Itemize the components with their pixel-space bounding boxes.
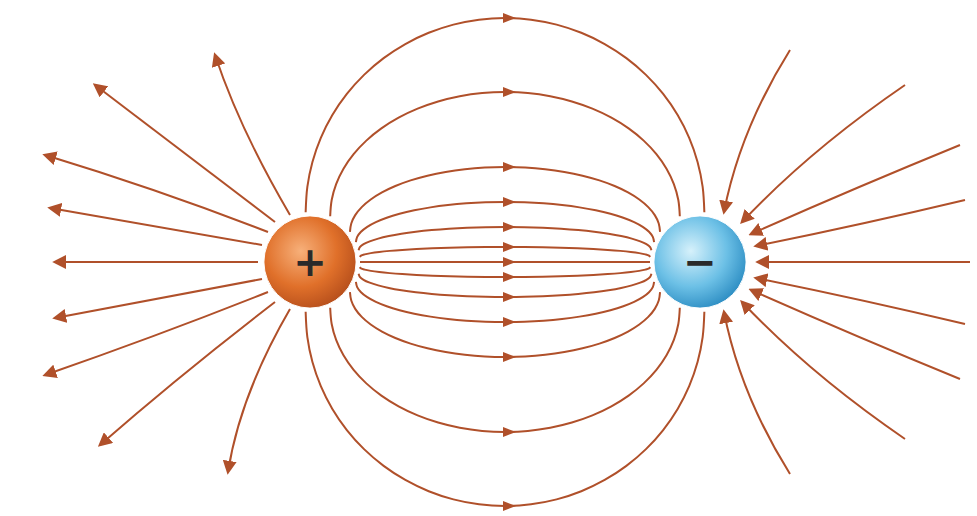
charge-sign: + xyxy=(293,242,327,282)
field-line-connector xyxy=(360,267,651,282)
field-line-connector xyxy=(306,312,705,511)
field-line-connector xyxy=(306,13,705,212)
field-line xyxy=(55,279,262,318)
field-line-connector xyxy=(360,257,650,267)
field-line xyxy=(228,309,290,472)
field-line xyxy=(724,50,790,212)
field-line xyxy=(330,308,680,432)
field-line-connector xyxy=(330,87,680,216)
arrowhead xyxy=(503,427,516,437)
arrowhead xyxy=(503,257,516,267)
arrowhead xyxy=(503,242,516,252)
field-line-connector xyxy=(356,197,654,242)
field-line xyxy=(724,312,790,474)
arrowhead xyxy=(503,352,516,362)
field-line xyxy=(742,302,905,439)
field-line-connector xyxy=(360,242,651,257)
field-line xyxy=(306,312,705,506)
arrowhead xyxy=(503,292,516,302)
field-line xyxy=(350,292,660,357)
field-line xyxy=(95,85,275,222)
field-line xyxy=(758,261,970,263)
field-line-connector xyxy=(350,292,660,362)
field-line xyxy=(356,282,654,322)
charge-disc xyxy=(264,216,356,308)
field-line xyxy=(751,145,960,234)
field-line xyxy=(756,278,965,324)
field-line xyxy=(55,261,258,263)
field-line xyxy=(742,85,905,222)
field-line xyxy=(215,55,290,215)
incoming-field-lines xyxy=(724,50,970,474)
arrowhead xyxy=(503,13,516,23)
field-line xyxy=(45,155,268,232)
field-line-connector xyxy=(350,162,660,232)
charge-circle: − xyxy=(652,214,748,310)
field-line xyxy=(751,290,960,379)
field-line xyxy=(50,208,262,245)
field-line-connector xyxy=(359,274,652,302)
charge-sign: − xyxy=(683,242,717,282)
arrowhead xyxy=(503,317,516,327)
field-line xyxy=(756,200,965,246)
arrowhead xyxy=(503,272,516,282)
field-line-connector xyxy=(330,308,680,437)
charge-circle: + xyxy=(262,214,358,310)
arrowhead xyxy=(503,162,516,172)
arrowhead xyxy=(503,501,516,511)
field-line xyxy=(350,167,660,232)
field-line xyxy=(330,92,680,216)
field-line xyxy=(356,202,654,242)
arrowhead xyxy=(503,87,516,97)
outgoing-field-lines xyxy=(45,55,290,472)
field-line xyxy=(100,302,275,445)
field-line xyxy=(306,18,705,212)
arrowhead xyxy=(503,222,516,232)
field-line-connector xyxy=(356,282,654,327)
arrowhead xyxy=(503,197,516,207)
charge-disc xyxy=(654,216,746,308)
